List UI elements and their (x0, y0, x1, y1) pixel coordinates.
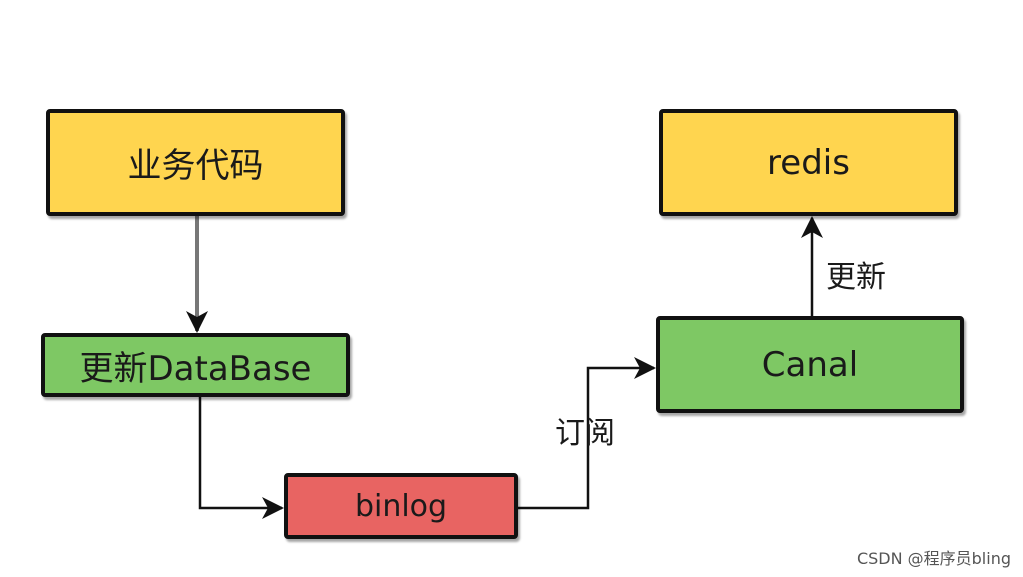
edge-label-update: 更新 (826, 260, 886, 295)
node-business-code: 业务代码 (46, 109, 345, 216)
node-update-database: 更新DataBase (41, 333, 350, 397)
node-redis: redis (659, 109, 958, 216)
edge-binlog-to-canal (518, 357, 656, 510)
node-binlog: binlog (284, 473, 518, 539)
watermark: CSDN @程序员bling (856, 549, 1011, 568)
edge-database-to-binlog (198, 397, 284, 519)
edge-label-subscribe: 订阅 (555, 416, 615, 451)
node-canal: Canal (656, 316, 964, 413)
